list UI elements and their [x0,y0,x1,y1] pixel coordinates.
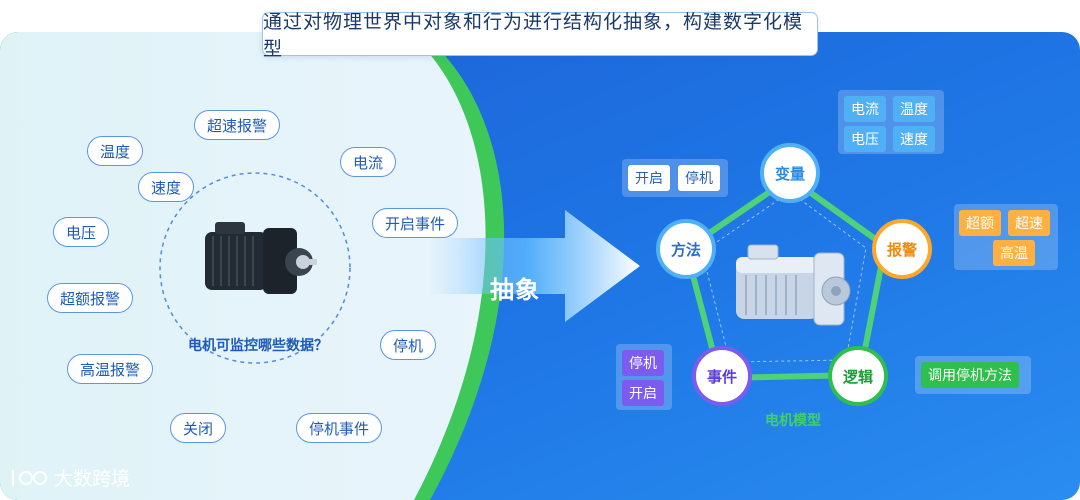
node-variable: 变量 [760,143,820,203]
pill-close: 关闭 [170,413,227,443]
pill-over-speed-alarm: 超速报警 [194,110,281,140]
event-tag-stop: 停机 [622,350,664,376]
pill-high-temp-alarm: 高温报警 [67,354,154,384]
alarm-tag-over-limit: 超额 [959,210,1001,236]
pill-start-event: 开启事件 [372,208,459,238]
watermark-text: 大数跨境 [54,468,131,490]
pill-voltage: 电压 [53,217,110,247]
node-method: 方法 [656,219,716,279]
inner-dashed-pentagon [701,191,867,363]
logic-tag-call-stop: 调用停机方法 [921,362,1019,388]
page-title: 通过对物理世界中对象和行为进行结构化抽象，构建数字化模型 [262,11,818,60]
motor-model-label: 电机模型 [765,413,821,429]
abstract-label: 抽象 [490,276,540,304]
method-tag-start: 开启 [628,165,670,191]
pill-stop-event: 停机事件 [296,413,383,443]
node-logic: 逻辑 [828,346,888,406]
pill-speed: 速度 [138,172,195,202]
alarm-tag-over-speed: 超速 [1008,210,1050,236]
alarm-tag-high-temp: 高温 [993,240,1035,266]
node-alarm: 报警 [872,219,932,279]
method-tag-stop: 停机 [678,165,720,191]
monitored-motor [205,222,317,294]
watermark: 大数跨境 [10,464,130,491]
variable-tag-voltage: 电压 [844,126,886,152]
model-motor [736,244,851,326]
pill-over-limit-alarm: 超额报警 [47,283,134,313]
monitor-question: 电机可监控哪些数据？ [188,338,328,354]
variable-tag-temperature: 温度 [893,96,935,122]
variable-tag-speed: 速度 [893,126,935,152]
brand-logo-icon [12,469,47,486]
pill-temperature: 温度 [87,136,144,166]
node-event: 事件 [692,346,752,406]
event-tag-start: 开启 [622,380,664,406]
variable-tag-current: 电流 [844,96,886,122]
abstract-arrow [430,210,640,322]
monitor-dashed-circle [159,172,351,364]
pill-stop: 停机 [380,330,437,360]
pill-current: 电流 [340,147,397,177]
